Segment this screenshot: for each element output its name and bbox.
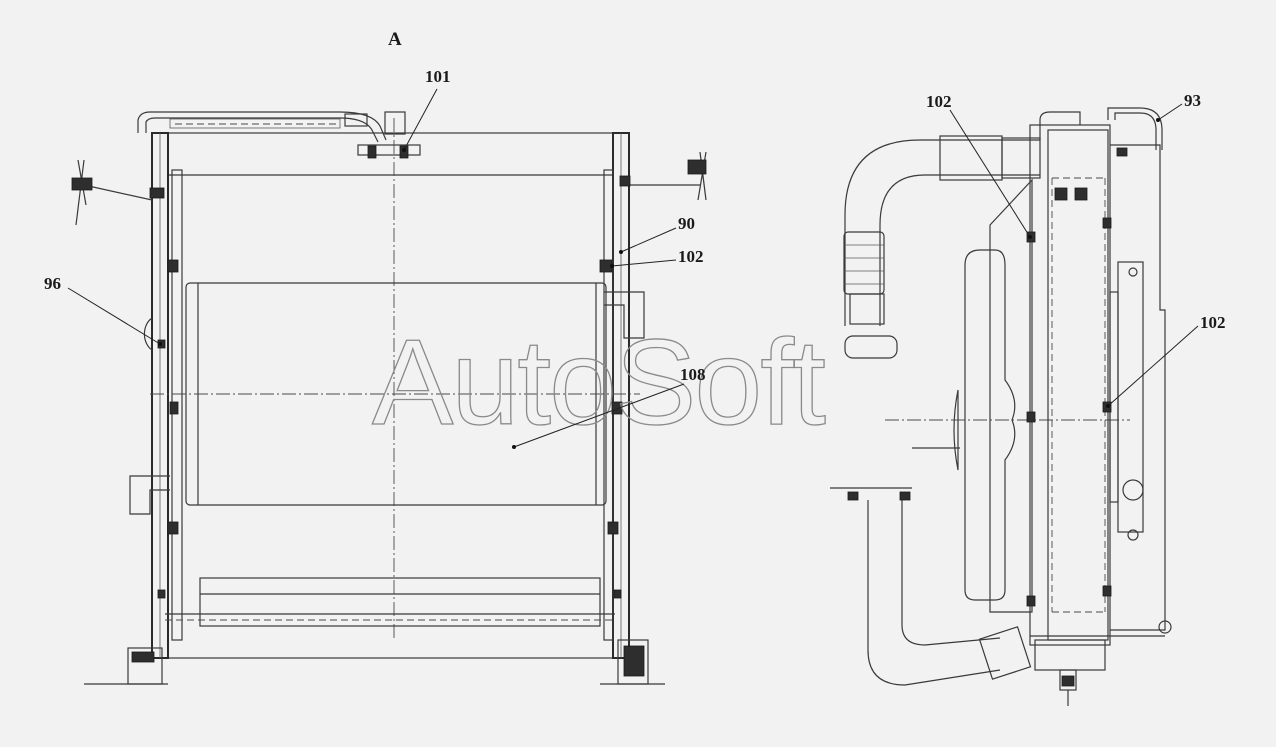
view-label: A — [388, 29, 402, 50]
bolt-heads-side — [1026, 147, 1128, 607]
callout-102-left-view: 102 — [610, 247, 704, 268]
callout-93: 93 — [1156, 91, 1201, 122]
callout-96: 96 — [44, 274, 162, 346]
svg-text:90: 90 — [678, 214, 695, 233]
svg-text:102: 102 — [1200, 313, 1226, 332]
callout-102-side-right: 102 — [1106, 313, 1226, 408]
svg-text:93: 93 — [1184, 91, 1201, 110]
callout-101: 101 — [402, 67, 451, 152]
callout-102-side-top: 102 — [926, 92, 1032, 239]
bolt-heads-right — [599, 259, 623, 599]
callout-108: 108 — [512, 365, 706, 449]
svg-text:102: 102 — [926, 92, 952, 111]
svg-text:101: 101 — [425, 67, 451, 86]
front-view-a — [71, 111, 707, 685]
watermark-text: AutoSoft — [372, 314, 825, 450]
svg-text:108: 108 — [680, 365, 706, 384]
svg-text:96: 96 — [44, 274, 61, 293]
side-view — [830, 107, 1172, 706]
callout-90: 90 — [619, 214, 695, 254]
svg-text:102: 102 — [678, 247, 704, 266]
